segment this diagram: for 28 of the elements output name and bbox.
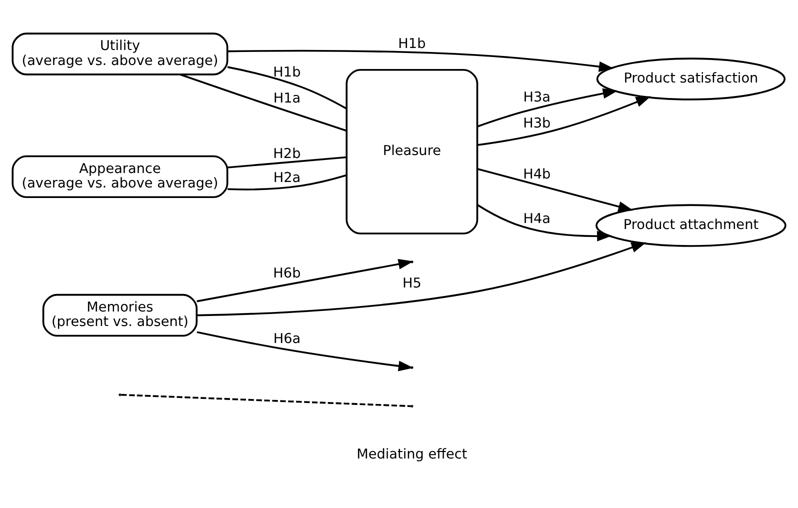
connector <box>227 156 346 168</box>
node-box: Memories (present vs. absent) <box>42 293 198 336</box>
edge-label: H3a <box>523 88 551 105</box>
arrow <box>476 204 612 241</box>
edge-label: H3b <box>523 114 551 131</box>
connector <box>228 174 347 190</box>
arrow <box>477 88 618 127</box>
edge-label: H4a <box>523 210 551 226</box>
arrow <box>477 167 634 212</box>
edge-label: H2b <box>273 146 301 162</box>
edge-label: H4b <box>523 166 551 182</box>
edge-label: H5 <box>402 275 422 292</box>
edge-label: H1b <box>273 64 301 80</box>
connector <box>180 73 347 132</box>
edge-label: H1b <box>398 35 426 52</box>
edge-label: H6a <box>273 330 301 347</box>
legend-label: Mediating effect <box>356 446 468 462</box>
arrow <box>196 242 646 316</box>
node-box: Utility (average vs. above average) <box>12 32 228 75</box>
edge-label: H1a <box>273 90 301 106</box>
node-box: Appearance (average vs. above average) <box>12 154 228 198</box>
arrow <box>477 96 651 146</box>
edge-label: H2a <box>273 169 301 186</box>
node-box: Pleasure <box>346 68 478 234</box>
arrow <box>228 49 614 72</box>
edge-label: H6b <box>273 264 301 281</box>
arrow <box>196 330 414 371</box>
connector <box>227 66 348 109</box>
